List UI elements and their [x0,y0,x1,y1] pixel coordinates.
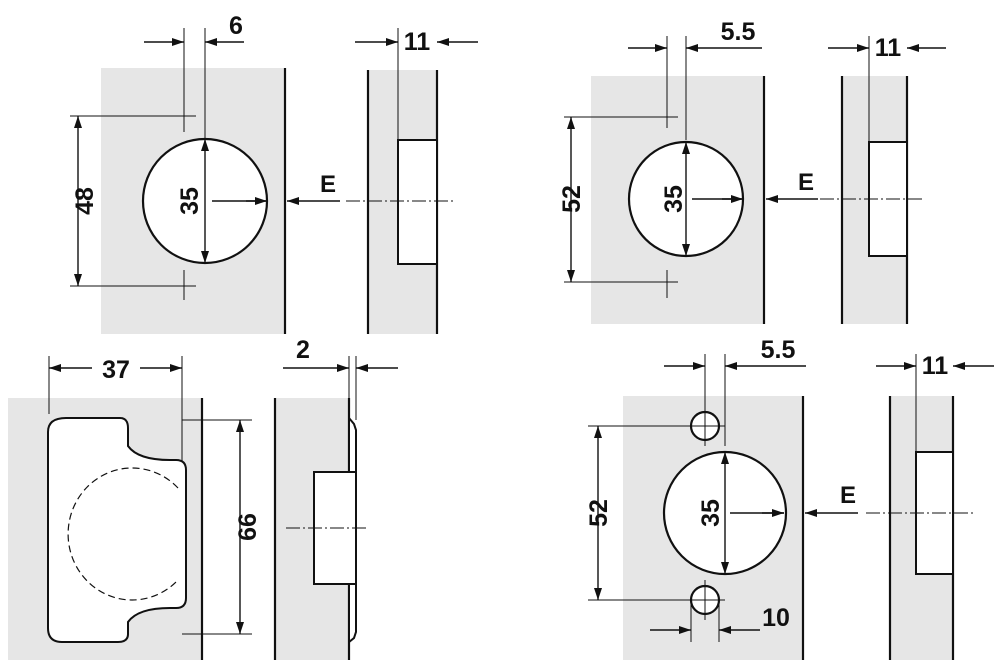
mounting-plate [47,417,187,643]
dim-cup-diameter: 35 [176,187,204,215]
dim-hole-spacing: 52 [558,185,586,213]
dim-bore-depth: 11 [875,34,902,62]
dim-hole-spacing: 52 [585,499,613,527]
dim-bore-depth: 11 [922,352,949,380]
dim-cup-diameter: 35 [660,185,688,213]
dim-cup-diameter: 35 [697,499,725,527]
dim-plate-height: 66 [234,513,262,541]
dim-hole-spacing: 48 [71,187,99,215]
dim-plate-thickness: 2 [296,336,310,364]
dim-dowel-diameter: 10 [762,604,790,632]
dim-edge-distance: 5.5 [761,336,796,364]
diagram-plate-detail: 37 66 2 [8,336,398,660]
dim-plate-width: 37 [102,356,130,384]
diagram-dowel-variant: 5.5 52 35 E 10 11 [585,336,994,660]
edge-label: E [320,171,336,198]
hidden-cup-outline [67,467,179,601]
side-view-bore [397,139,438,265]
dim-edge-distance: 5.5 [721,18,756,46]
diagram-half-overlay: 5.5 52 35 E 11 [558,18,946,324]
edge-label: E [798,169,814,196]
dim-bore-depth: 11 [404,28,431,56]
edge-label: E [840,482,856,509]
dim-edge-distance: 6 [229,12,243,40]
diagram-full-overlay: 6 48 35 E 11 [70,12,478,334]
